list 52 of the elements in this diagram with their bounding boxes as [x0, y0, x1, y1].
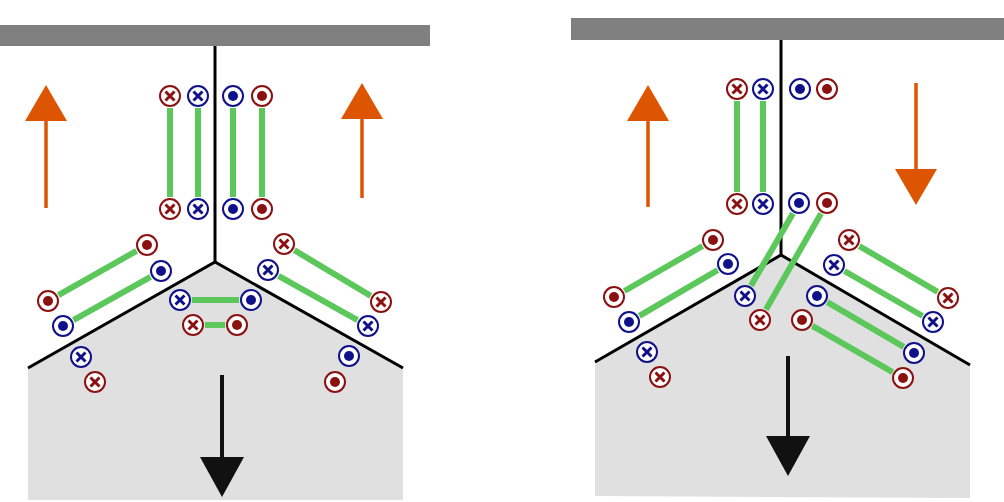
connecting-bar: [760, 101, 766, 192]
dot-circle-icon: [136, 234, 158, 256]
connecting-bar: [825, 299, 906, 350]
connecting-bar: [637, 267, 720, 319]
cross-circle-icon: [922, 311, 944, 333]
cross-circle-icon: [752, 193, 774, 215]
connecting-bar: [810, 323, 895, 375]
cross-circle-icon: [273, 233, 295, 255]
cross-circle-icon: [159, 85, 181, 107]
cross-circle-icon: [187, 85, 209, 107]
connecting-bar: [205, 322, 225, 328]
dot-circle-icon: [816, 78, 838, 100]
connecting-bar: [167, 108, 173, 197]
connecting-bar: [192, 297, 239, 303]
dot-circle-icon: [37, 290, 59, 312]
cross-circle-icon: [823, 254, 845, 276]
cross-circle-icon: [937, 287, 959, 309]
connecting-bar: [763, 211, 824, 312]
cross-circle-icon: [159, 198, 181, 220]
dot-circle-icon: [603, 286, 625, 308]
dot-circle-icon: [702, 229, 724, 251]
dot-circle-icon: [789, 78, 811, 100]
connecting-bar: [277, 273, 359, 323]
connecting-bar: [748, 211, 796, 288]
connecting-bar: [56, 248, 139, 298]
connecting-bar: [259, 108, 265, 197]
connecting-bar: [857, 243, 940, 295]
dot-circle-icon: [222, 85, 244, 107]
dot-circle-icon: [717, 253, 739, 275]
dot-circle-icon: [222, 198, 244, 220]
connecting-bar: [622, 243, 705, 294]
connecting-bar: [292, 247, 373, 299]
connecting-bar: [72, 274, 152, 323]
dot-circle-icon: [251, 198, 273, 220]
connecting-bar: [734, 101, 740, 192]
dot-circle-icon: [618, 311, 640, 333]
cross-circle-icon: [357, 315, 379, 337]
cross-circle-icon: [726, 78, 748, 100]
dot-circle-icon: [251, 85, 273, 107]
dot-circle-icon: [150, 260, 172, 282]
dot-circle-icon: [816, 192, 838, 214]
dot-circle-icon: [52, 315, 74, 337]
cross-circle-icon: [370, 291, 392, 313]
cross-circle-icon: [257, 259, 279, 281]
connecting-bar: [195, 108, 201, 197]
cross-circle-icon: [187, 198, 209, 220]
dot-circle-icon: [788, 192, 810, 214]
connecting-bar: [842, 268, 925, 319]
cross-circle-icon: [752, 78, 774, 100]
cross-circle-icon: [838, 229, 860, 251]
connecting-bar: [230, 108, 236, 197]
cross-circle-icon: [726, 193, 748, 215]
